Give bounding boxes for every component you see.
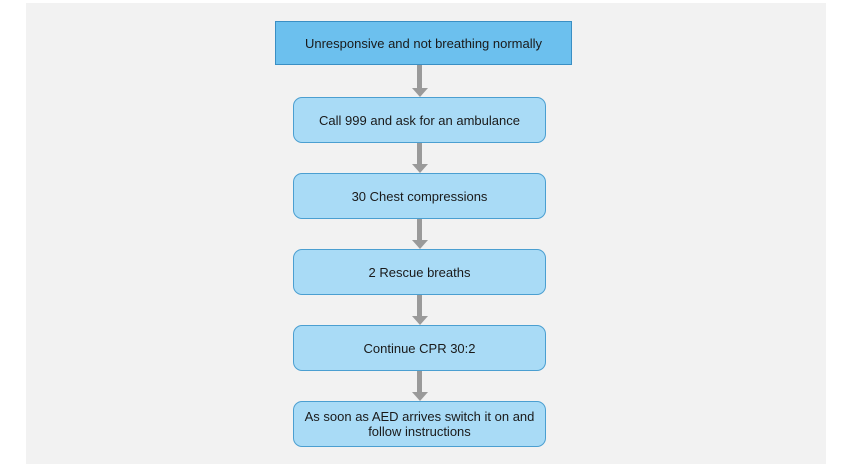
node-call-999: Call 999 and ask for an ambulance: [293, 97, 546, 143]
node-label: 2 Rescue breaths: [368, 264, 471, 280]
arrow-4: [412, 295, 428, 325]
node-label: As soon as AED arrives switch it on and …: [304, 409, 535, 439]
arrow-2: [412, 143, 428, 173]
node-unresponsive: Unresponsive and not breathing normally: [275, 21, 572, 65]
node-rescue-breaths: 2 Rescue breaths: [293, 249, 546, 295]
arrow-1: [412, 65, 428, 97]
node-label: Call 999 and ask for an ambulance: [319, 112, 520, 128]
node-aed-instructions: As soon as AED arrives switch it on and …: [293, 401, 546, 447]
arrow-3: [412, 219, 428, 249]
node-label: Unresponsive and not breathing normally: [304, 35, 543, 51]
node-label: Continue CPR 30:2: [363, 340, 476, 356]
node-continue-cpr: Continue CPR 30:2: [293, 325, 546, 371]
arrow-5: [412, 371, 428, 401]
node-label: 30 Chest compressions: [351, 188, 488, 204]
node-chest-compressions: 30 Chest compressions: [293, 173, 546, 219]
flowchart-canvas: Unresponsive and not breathing normally …: [26, 3, 826, 464]
